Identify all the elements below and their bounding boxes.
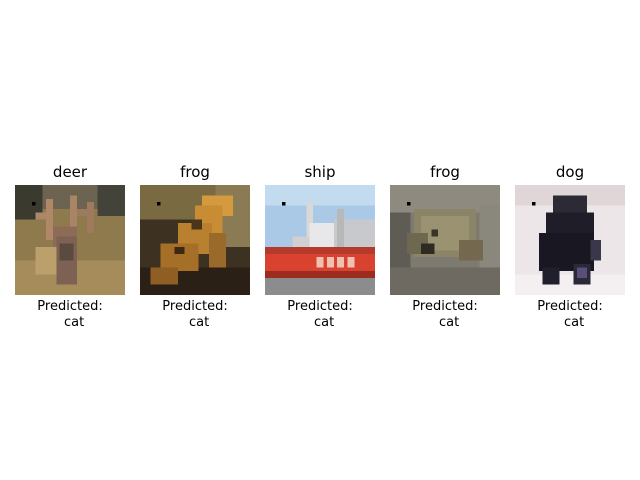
true-label-title: deer: [52, 163, 88, 181]
dog-image: [515, 185, 625, 295]
prediction-label: Predicted: cat: [537, 299, 603, 330]
prediction-label: Predicted: cat: [287, 299, 353, 330]
true-label-title: frog: [180, 163, 210, 181]
prediction-label: Predicted: cat: [162, 299, 228, 330]
ship-image: [265, 185, 375, 295]
prediction-label: Predicted: cat: [37, 299, 103, 330]
frog-image: [390, 185, 500, 295]
deer-image: [15, 185, 125, 295]
frog-image: [140, 185, 250, 295]
true-label-title: frog: [430, 163, 460, 181]
true-label-title: dog: [555, 163, 585, 181]
true-label-title: ship: [304, 163, 336, 181]
prediction-label: Predicted: cat: [412, 299, 478, 330]
